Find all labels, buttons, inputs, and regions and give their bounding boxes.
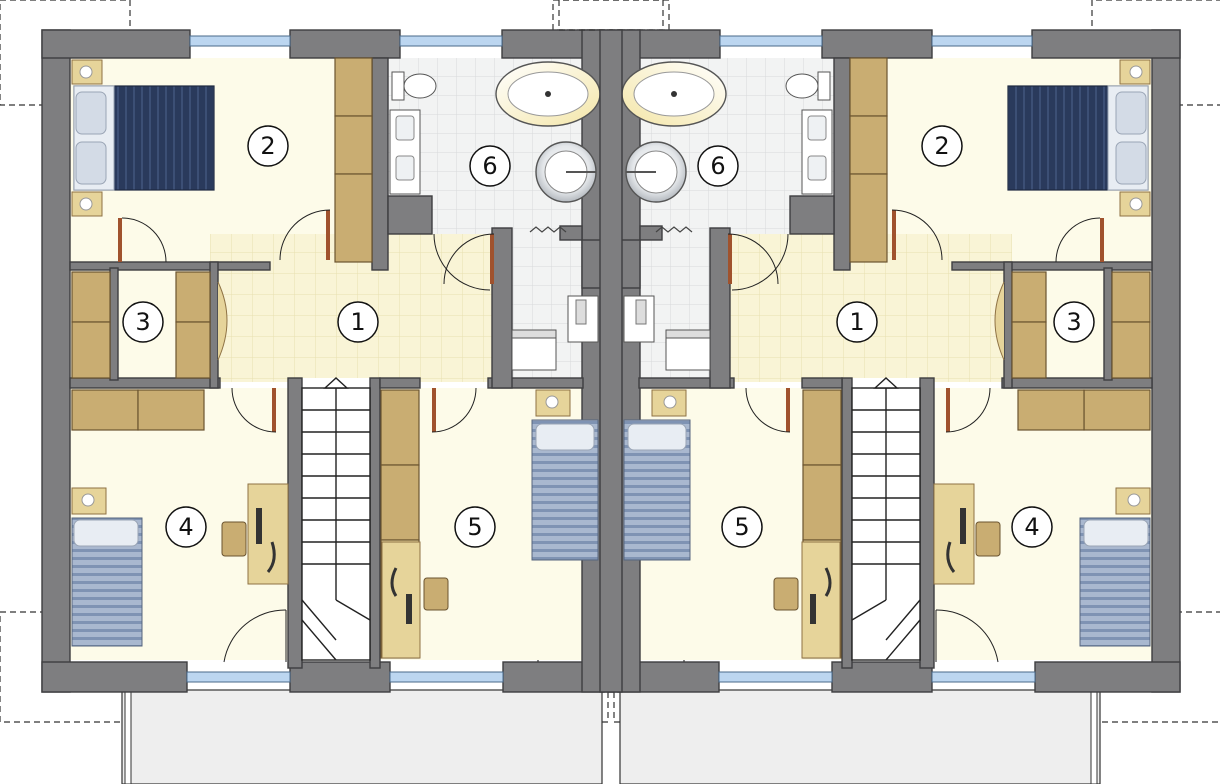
room-badge-circle [469, 145, 511, 187]
room-number: 5 [467, 513, 482, 541]
room-badge-circle [836, 301, 878, 343]
room-badge-left-6: 6 [469, 145, 511, 187]
room-badge-circle [1011, 506, 1053, 548]
room-number: 6 [482, 152, 497, 180]
party-wall [599, 29, 623, 693]
room-badge-left-2: 2 [247, 125, 289, 167]
room-number: 4 [178, 513, 193, 541]
room-badge-right-1: 1 [836, 301, 878, 343]
room-number: 3 [1066, 308, 1081, 336]
room-badge-left-3: 3 [122, 301, 164, 343]
room-badge-left-1: 1 [337, 301, 379, 343]
room-badge-circle [921, 125, 963, 167]
room-badge-right-2: 2 [921, 125, 963, 167]
room-number: 1 [350, 308, 365, 336]
room-number: 4 [1024, 513, 1039, 541]
room-badge-left-4: 4 [165, 506, 207, 548]
room-badge-circle [721, 506, 763, 548]
room-number: 5 [734, 513, 749, 541]
room-badge-left-5: 5 [454, 506, 496, 548]
room-number: 2 [260, 132, 275, 160]
room-number: 6 [710, 152, 725, 180]
room-number: 1 [849, 308, 864, 336]
room-badge-circle [165, 506, 207, 548]
room-badge-right-3: 3 [1053, 301, 1095, 343]
room-number: 3 [135, 308, 150, 336]
room-badge-circle [1053, 301, 1095, 343]
room-badge-circle [122, 301, 164, 343]
room-badge-right-6: 6 [697, 145, 739, 187]
room-number: 2 [934, 132, 949, 160]
room-badge-circle [454, 506, 496, 548]
room-badge-circle [697, 145, 739, 187]
room-badge-right-4: 4 [1011, 506, 1053, 548]
room-badge-right-5: 5 [721, 506, 763, 548]
room-badge-circle [337, 301, 379, 343]
room-badge-circle [247, 125, 289, 167]
